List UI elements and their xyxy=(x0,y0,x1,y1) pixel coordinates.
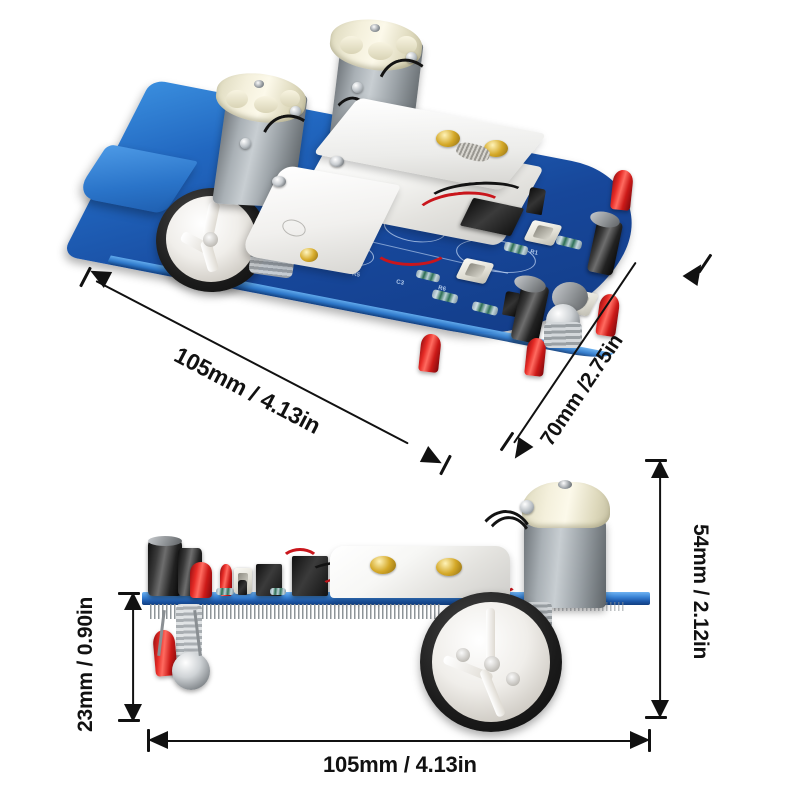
red-led-indicator xyxy=(418,333,442,373)
red-led-indicator xyxy=(610,169,634,211)
chassis-screw xyxy=(272,176,286,187)
dimension-label-height-total: 54mm / 2.12in xyxy=(688,524,712,659)
dimension-label-height-clearance: 23mm / 0.90in xyxy=(74,597,98,732)
capacitor-top xyxy=(148,536,182,546)
gearbox-lobe xyxy=(254,96,278,113)
gearbox-lobe xyxy=(226,90,248,108)
battery-terminal-brass xyxy=(370,556,396,574)
gearbox-lobe xyxy=(280,90,300,107)
motor-cap-screw xyxy=(558,480,572,489)
motor-terminal xyxy=(520,500,534,514)
transistor-side xyxy=(238,580,247,595)
wheel-hub-center xyxy=(484,656,500,672)
caster-ball-side xyxy=(172,652,210,690)
motor-terminal xyxy=(240,138,251,149)
dimension-label-length-side: 105mm / 4.13in xyxy=(323,752,477,778)
wheel-hub-center xyxy=(203,232,218,247)
chassis-screw-brass xyxy=(300,248,318,262)
battery-terminal-brass xyxy=(436,558,462,576)
caster-spring xyxy=(544,322,582,348)
gearbox-lobe xyxy=(396,36,417,54)
chassis-screw xyxy=(330,156,344,167)
gearbox-lobe xyxy=(340,36,363,54)
resistor-side xyxy=(270,588,286,595)
motor-cap-screw xyxy=(370,24,380,32)
resistor-side xyxy=(216,588,234,595)
motor-cap-screw xyxy=(254,80,264,88)
electrolytic-capacitor-side xyxy=(148,540,182,596)
gearbox-lobe xyxy=(368,42,393,60)
red-led-side xyxy=(190,562,212,598)
side-product-view xyxy=(120,452,680,742)
battery-red-lead xyxy=(372,230,450,266)
motor-terminal xyxy=(352,82,363,93)
